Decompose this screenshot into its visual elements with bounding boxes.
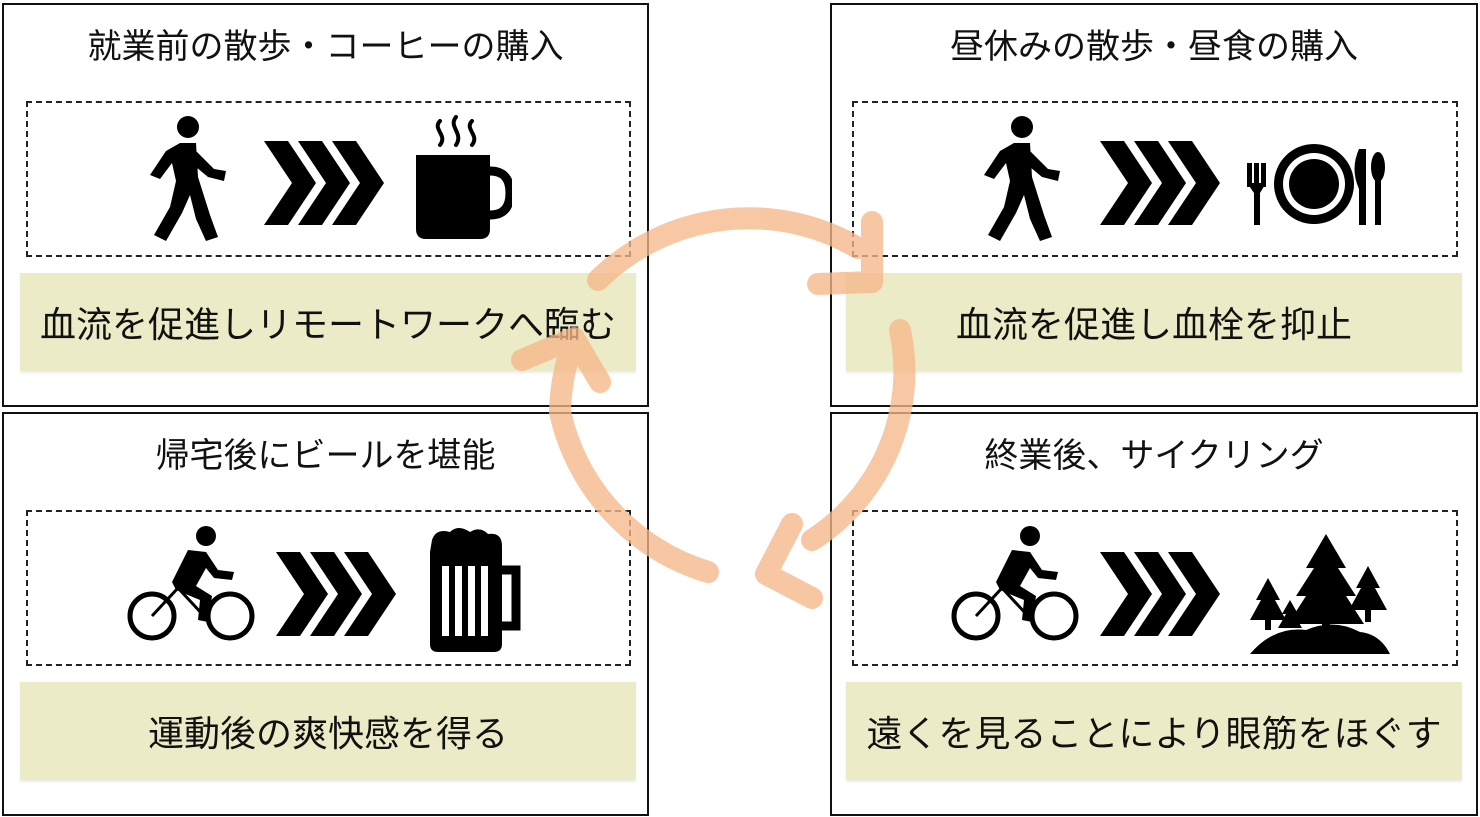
walking-person-icon — [970, 115, 1070, 245]
panel-title: 終業後、サイクリング — [984, 436, 1324, 476]
cyclist-icon — [950, 526, 1080, 646]
panel-caption: 血流を促進し血栓を抑止 — [846, 273, 1462, 371]
triple-chevron-right-icon — [264, 141, 384, 225]
panel-title: 昼休みの散歩・昼食の購入 — [950, 27, 1358, 67]
panel-caption: 運動後の爽快感を得る — [20, 682, 636, 780]
panel-morning-walk: 就業前の散歩・コーヒーの購入 血流を促進しリモートワークへ臨む — [2, 3, 649, 407]
triple-chevron-right-icon — [276, 552, 396, 636]
panel-title: 帰宅後にビールを堪能 — [155, 436, 496, 476]
triple-chevron-right-icon — [1100, 141, 1220, 225]
icon-sequence-box — [26, 510, 631, 666]
icon-sequence-box — [852, 510, 1458, 666]
panel-caption: 遠くを見ることにより眼筋をほぐす — [846, 682, 1462, 780]
walking-person-icon — [136, 115, 236, 245]
triple-chevron-right-icon — [1100, 552, 1220, 636]
panel-caption: 血流を促進しリモートワークへ臨む — [20, 273, 636, 371]
panel-title: 就業前の散歩・コーヒーの購入 — [87, 27, 564, 67]
panel-evening-beer: 帰宅後にビールを堪能 運動後の爽快感を得る — [2, 412, 649, 816]
panel-lunch-walk: 昼休みの散歩・昼食の購入 血流を促進し血栓を抑止 — [830, 3, 1478, 407]
hot-coffee-mug-icon — [412, 115, 512, 245]
icon-sequence-box — [852, 101, 1458, 257]
panel-after-work-cycling: 終業後、サイクリング 遠くを見ることにより眼筋をほぐす — [830, 412, 1478, 816]
plate-fork-knife-icon — [1246, 139, 1386, 229]
forest-trees-icon — [1250, 534, 1390, 654]
cyclist-icon — [126, 526, 256, 646]
beer-mug-icon — [422, 526, 522, 656]
icon-sequence-box — [26, 101, 631, 257]
